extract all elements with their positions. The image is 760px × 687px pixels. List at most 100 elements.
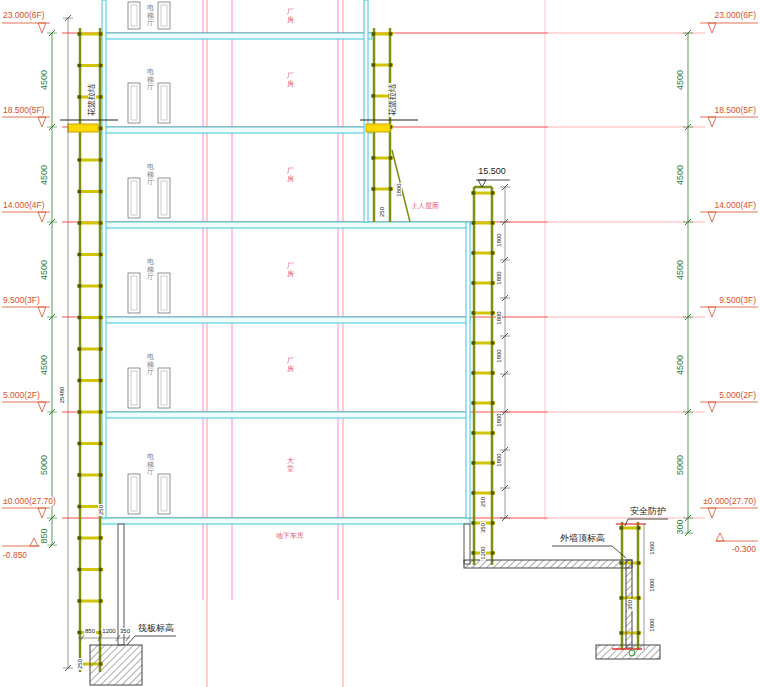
annotation: 安全防护 [629,507,667,516]
dimension-text: 4500 [40,354,49,376]
leader-line [625,519,628,526]
scaffold-coupler [472,552,475,555]
elevation-label: 14.000(4F) [713,201,757,210]
scaffold-coupler [472,462,475,465]
elevation-marker [708,402,716,412]
elevation-marker [708,117,716,127]
dimension-text: 300 [676,518,685,535]
tie-leader [60,119,118,120]
scaffold-coupler [472,252,475,255]
dimension-extension [47,33,57,34]
footing-detail [612,648,642,650]
elevator-door [131,371,137,405]
scaffold-coupler [472,222,475,225]
annotation: 上人屋面 [410,202,440,209]
scaffold-ledger [77,348,103,351]
scaffold-coupler [99,316,102,319]
room-label: 厂房 [287,72,294,87]
elevation-label: 18.500(5F) [713,106,757,115]
scaffold-brace [392,150,410,222]
scaffold-ledger [471,402,495,405]
scaffold-ledger [77,600,103,603]
scaffold-coupler [472,402,475,405]
elevator-door [131,276,137,310]
scaffold-coupler [491,312,494,315]
room-label: 厂房 [287,262,294,277]
scaffold-coupler [78,631,81,634]
scaffold-coupler [620,527,623,530]
dimension-text: 350 [480,522,486,534]
dimension-tick [98,635,102,641]
floor-slab [100,33,372,39]
elevator-door [128,178,140,218]
tie-leader [360,119,418,120]
elevation-marker [38,402,46,412]
elevation-marker [478,180,486,187]
scaffold-ledger [471,252,495,255]
dimension-text: 1800 [649,577,655,592]
dimension-text: 1200 [480,545,486,560]
dimension-text: 4500 [676,164,685,186]
elevator-door [161,371,167,405]
leader-line [612,546,626,558]
scaffold-coupler [78,505,81,508]
room-label: 电梯厅 [147,163,154,186]
scaffold-coupler [372,95,375,98]
dimension-text: 850 [40,527,49,544]
room-label: 厂房 [287,357,294,372]
scaffold-coupler [620,597,623,600]
tie-block [68,124,98,132]
elevator-door [158,474,170,514]
room-label: 电梯厅 [147,258,154,281]
scaffold-coupler [491,522,494,525]
dimension-text: 4500 [676,69,685,91]
dimension-text: 4500 [40,259,49,281]
dimension-text: 250 [98,504,104,516]
room-label: 厂房 [287,167,294,182]
dimension-extension [500,374,510,375]
dimension-text: 1800 [496,452,502,467]
room-label: 电梯厅 [147,453,154,476]
scaffold-ledger [77,222,103,225]
column-line [338,0,339,600]
floor-level-line [548,412,705,413]
footing [596,645,660,659]
dimension-text: 1500 [649,540,655,555]
annotation: 850 [84,628,96,634]
dimension-text: 1800 [496,232,502,247]
scaffold-ledger [77,190,103,193]
footing-detail [629,650,635,656]
annotation: 地下车库 [275,532,305,539]
scaffold-coupler [637,527,640,530]
scaffold-ledger [471,192,495,195]
room-label: 电梯厅 [147,68,154,91]
scaffold-coupler [99,379,102,382]
dimension-text: 1800 [649,617,655,632]
scaffold-coupler [491,282,494,285]
elevation-label: 9.500(3F) [718,296,757,305]
room-label: 厂房 [287,8,294,23]
elevation-marker [38,508,46,518]
dimension-text: 1800 [496,270,502,285]
wall [466,222,470,518]
scaffold-ledger [471,282,495,285]
scaffold-coupler [78,253,81,256]
elevation-label: ±0.000(27.70) [2,497,57,506]
scaffold-coupler [78,96,81,99]
dimension-tick [126,635,130,641]
annotation: 筏板标高 [137,624,175,633]
dimension-tick [80,635,84,641]
elevator-door [128,368,140,408]
elevator-door [161,181,167,215]
elevator-door [158,83,170,123]
dimension-text: 4500 [676,259,685,281]
leader-line [628,519,668,520]
elevation-marker [38,117,46,127]
scaffold-coupler [78,190,81,193]
room-label: 大堂 [287,457,294,472]
elevator-door [128,474,140,514]
dimension-extension [500,222,510,223]
floor-level-line [548,127,705,128]
